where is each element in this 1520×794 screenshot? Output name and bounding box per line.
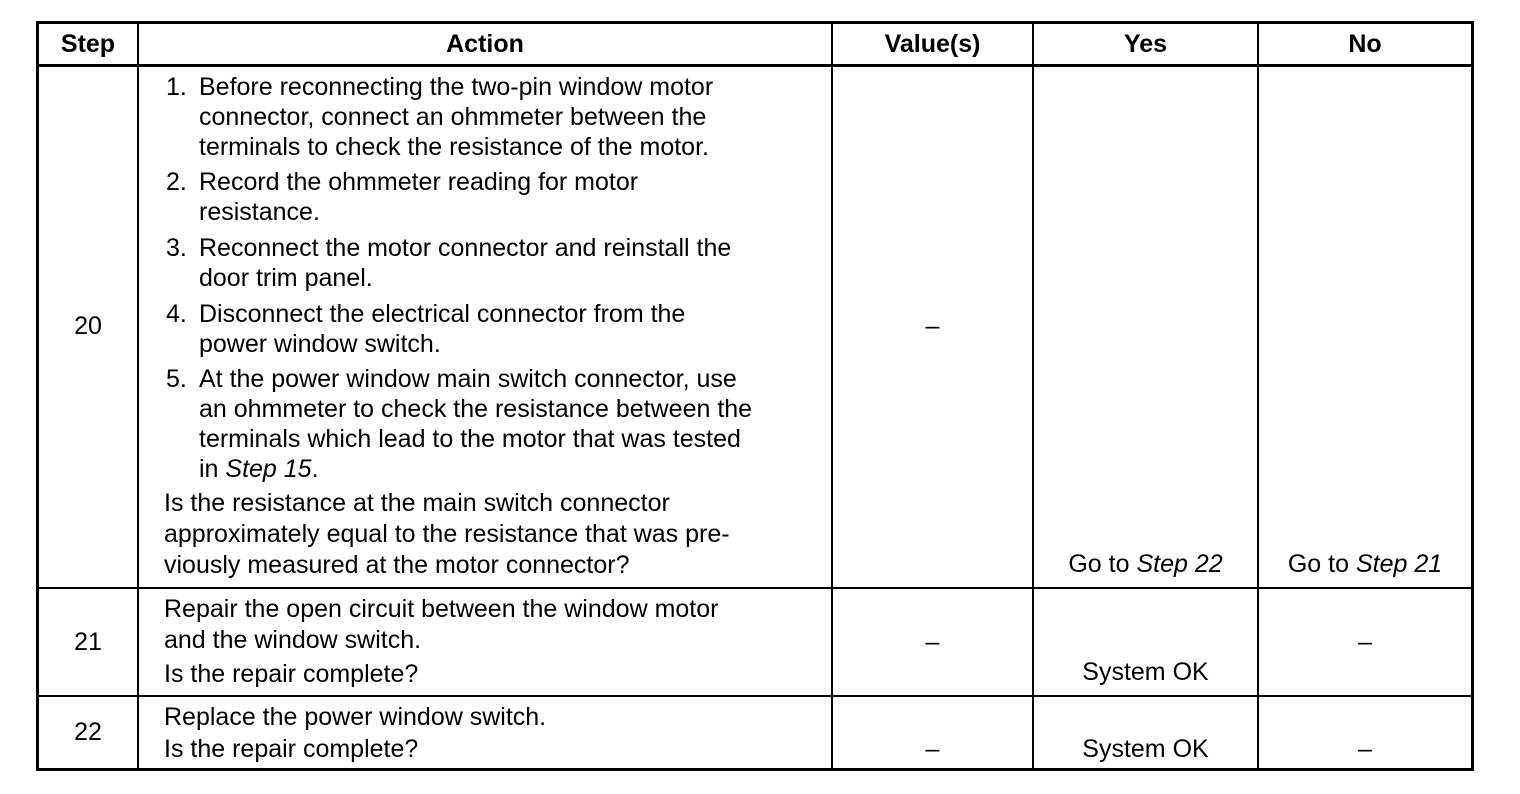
question-line: Is the repair complete? bbox=[164, 735, 419, 763]
list-number: 2. bbox=[166, 168, 187, 196]
action-line: power window switch. bbox=[199, 330, 441, 358]
header-no: No bbox=[1348, 29, 1382, 58]
action-line: Repair the open circuit between the wind… bbox=[164, 595, 719, 623]
column-divider bbox=[831, 24, 833, 768]
action-cell: Repair the open circuit between the wind… bbox=[139, 589, 831, 695]
step-number: 20 bbox=[74, 312, 102, 340]
header-yes: Yes bbox=[1123, 29, 1168, 58]
value-cell: – bbox=[925, 627, 940, 656]
header-divider bbox=[39, 64, 1471, 67]
header-values: Value(s) bbox=[884, 29, 981, 58]
column-divider bbox=[1032, 24, 1034, 768]
header-step: Step bbox=[60, 29, 116, 58]
no-prefix: Go to bbox=[1287, 550, 1356, 578]
punctuation: . bbox=[311, 455, 319, 483]
action-line: door trim panel. bbox=[199, 264, 373, 292]
action-line: At the power window main switch connecto… bbox=[199, 365, 737, 393]
yes-cell: System OK bbox=[1082, 658, 1209, 686]
question-line: Is the resistance at the main switch con… bbox=[164, 489, 670, 517]
no-cell: Go to Step 21 bbox=[1259, 66, 1471, 587]
action-line: Disconnect the electrical connector from… bbox=[199, 300, 686, 328]
action-line: resistance. bbox=[199, 198, 320, 226]
action-line: Replace the power window switch. bbox=[164, 703, 547, 731]
yes-prefix: Go to bbox=[1068, 550, 1137, 578]
step-number: 22 bbox=[74, 718, 102, 746]
action-line: an ohmmeter to check the resistance betw… bbox=[199, 395, 753, 423]
question-line: viously measured at the motor connector? bbox=[164, 551, 630, 579]
step-reference: Step 15 bbox=[225, 455, 312, 483]
row-divider bbox=[39, 695, 1471, 697]
question-line: approximately equal to the resistance th… bbox=[164, 520, 730, 548]
row-divider bbox=[39, 587, 1471, 589]
column-divider bbox=[1257, 24, 1259, 768]
action-cell: 1. Before reconnecting the two-pin windo… bbox=[139, 66, 831, 587]
step-number: 21 bbox=[74, 627, 102, 656]
diagnostic-table: Step Action Value(s) Yes No 20 1. Before… bbox=[36, 21, 1474, 771]
action-line: connector, connect an ohmmeter between t… bbox=[199, 103, 707, 131]
action-line: and the window switch. bbox=[164, 626, 422, 654]
step-reference: Step 22 bbox=[1136, 550, 1223, 578]
action-line: Reconnect the motor connector and reinst… bbox=[199, 234, 732, 262]
question-line: Is the repair complete? bbox=[164, 660, 419, 688]
list-number: 4. bbox=[166, 300, 187, 328]
header-action: Action bbox=[446, 29, 524, 58]
yes-cell: System OK bbox=[1082, 735, 1209, 763]
step-ref-prefix: in bbox=[199, 455, 226, 483]
value-cell: – bbox=[925, 735, 940, 763]
column-divider bbox=[137, 24, 139, 768]
value-cell: – bbox=[925, 312, 940, 340]
list-number: 1. bbox=[166, 73, 187, 101]
action-line: in Step 15. bbox=[199, 454, 319, 485]
action-cell: Replace the power window switch. Is the … bbox=[139, 697, 831, 768]
action-line: Record the ohmmeter reading for motor bbox=[199, 168, 639, 196]
no-cell: – bbox=[1358, 627, 1372, 656]
yes-cell: Go to Step 22 bbox=[1034, 66, 1257, 587]
action-line: terminals which lead to the motor that w… bbox=[199, 425, 741, 453]
list-number: 3. bbox=[166, 234, 187, 262]
action-line: terminals to check the resistance of the… bbox=[199, 133, 709, 161]
action-line: Before reconnecting the two-pin window m… bbox=[199, 73, 714, 101]
no-cell: – bbox=[1358, 735, 1372, 763]
list-number: 5. bbox=[166, 365, 187, 393]
step-reference: Step 21 bbox=[1355, 550, 1443, 578]
